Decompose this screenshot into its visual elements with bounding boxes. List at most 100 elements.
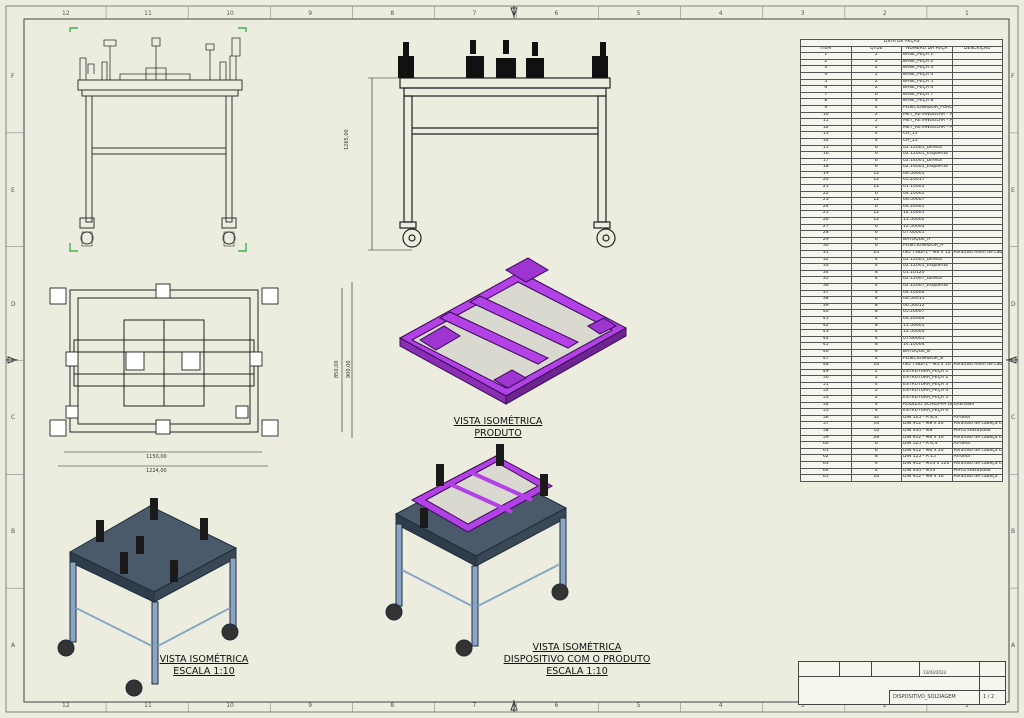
part-number-cell: 04.10001 xyxy=(901,190,953,199)
description-cell: Arruela xyxy=(951,454,1003,462)
qty-cell: 4 xyxy=(850,408,902,416)
description-cell: Arruela xyxy=(951,441,1003,449)
zone-label-row: F xyxy=(1011,72,1015,80)
qty-cell: 8 xyxy=(850,322,902,331)
qty-cell: 8 xyxy=(850,454,902,462)
qty-cell: 2 xyxy=(850,111,902,120)
zone-label-col: 2 xyxy=(882,702,887,709)
zone-label-col: 2 xyxy=(882,10,887,17)
col-qty: QTDE xyxy=(850,45,902,54)
parts-list-caption: LISTA DE PEÇAS xyxy=(800,39,1003,47)
description-cell xyxy=(951,322,1003,331)
part-number-cell: 06.50001 xyxy=(901,170,953,179)
item-cell: 40 xyxy=(800,309,852,317)
item-cell: 61 xyxy=(800,447,852,456)
part-number-cell: POSICIONADOR_A xyxy=(901,243,953,251)
qty-cell: 6 xyxy=(850,157,902,166)
description-cell: Parafuso de cabeça cilíndrica xyxy=(951,434,1003,443)
item-cell: 13 xyxy=(800,131,852,139)
qty-cell: 24 xyxy=(850,250,902,258)
description-cell xyxy=(951,197,1003,205)
part-number-cell: 14.10001 xyxy=(901,210,953,219)
qty-cell: 4 xyxy=(850,131,902,139)
item-cell: 46 xyxy=(800,348,852,357)
part-number-cell: ISO 7380-1 - M6 x 12 xyxy=(901,250,953,258)
qty-cell: 6 xyxy=(850,144,902,153)
description-cell xyxy=(951,111,1003,120)
zone-label-col: 10 xyxy=(226,10,234,17)
part-number-cell: BASE_PEÇA 2 xyxy=(901,58,953,67)
item-cell: 50 xyxy=(800,375,852,383)
description-cell xyxy=(951,282,1003,291)
qty-cell: 4 xyxy=(850,335,902,344)
item-cell: 22 xyxy=(800,190,852,199)
description-cell xyxy=(951,85,1003,93)
description-cell xyxy=(951,335,1003,344)
qty-cell: 2 xyxy=(850,85,902,93)
description-cell xyxy=(951,78,1003,87)
zone-label-row: D xyxy=(11,300,16,308)
qty-cell: 2 xyxy=(850,52,902,60)
zone-label-col: 12 xyxy=(62,10,70,17)
zone-label-col: 9 xyxy=(308,702,313,709)
part-number-cell: POSICIONADOR_B xyxy=(901,355,953,364)
qty-cell: 32 xyxy=(850,414,902,423)
part-number-cell: BASE_PEÇA 4 xyxy=(901,71,953,80)
description-cell xyxy=(951,124,1003,133)
description-cell: Parafuso de cabeça cilíndrica xyxy=(951,447,1003,456)
item-cell: 55 xyxy=(800,408,852,416)
dim-plan-width-outer: 1224,00 xyxy=(146,468,167,474)
item-cell: 36 xyxy=(800,282,852,291)
item-cell: 18 xyxy=(800,164,852,172)
item-cell: 23 xyxy=(800,197,852,205)
iso-fixture-view xyxy=(57,498,239,697)
description-cell xyxy=(951,118,1003,126)
zone-label-col: 8 xyxy=(390,10,395,17)
dim-plan-depth-outer: 900,00 xyxy=(346,360,352,379)
item-cell: 33 xyxy=(800,263,852,271)
dim-plan-depth-inner: 850,00 xyxy=(334,360,340,379)
description-cell xyxy=(951,190,1003,199)
description-cell xyxy=(951,203,1003,212)
qty-cell: 4 xyxy=(850,467,902,476)
zone-label-col: 9 xyxy=(308,10,313,17)
description-cell xyxy=(951,329,1003,337)
item-cell: 25 xyxy=(800,210,852,219)
description-cell: Porca sextavada xyxy=(951,467,1003,476)
item-cell: 60 xyxy=(800,441,852,449)
qty-cell: 2 xyxy=(850,375,902,383)
part-number-cell: 07.60001 xyxy=(901,230,953,238)
zone-label-col: 11 xyxy=(144,10,152,17)
qty-cell: 4 xyxy=(850,289,902,298)
zone-label-row: B xyxy=(11,528,16,536)
item-cell: 38 xyxy=(800,296,852,304)
qty-cell: 12 xyxy=(850,217,902,225)
description-cell xyxy=(951,58,1003,67)
description-cell xyxy=(951,65,1003,73)
item-cell: 3 xyxy=(800,65,852,73)
zone-label-col: 1 xyxy=(964,702,969,709)
description-cell xyxy=(951,342,1003,350)
